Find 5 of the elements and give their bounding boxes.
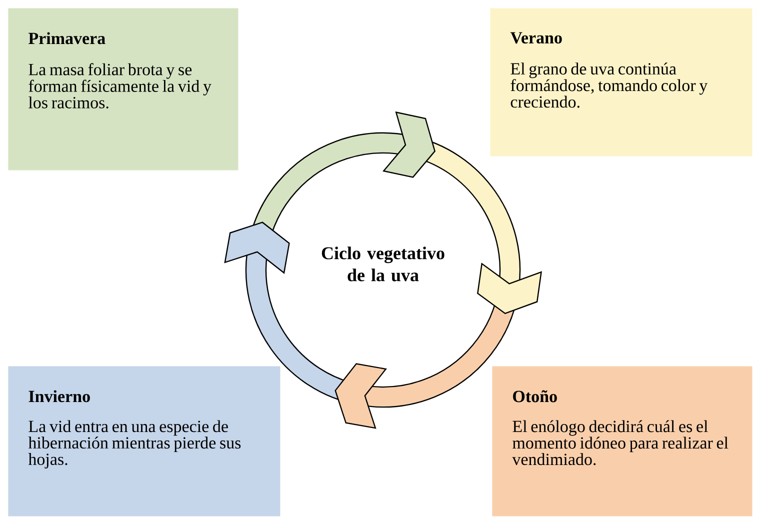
season-box: Otoño El enólogo decidirá cuál es el momento idóneo para realizar el vendimiado. [492, 366, 752, 516]
season-box: Invierno La vid entra en una especie de hibernación mientras pierde sus hojas. [8, 366, 280, 516]
cycle-title: Ciclo vegetativo de la uva [322, 246, 444, 282]
season-box: Primavera La masa foliar brota y se forman físicamente la vid y los racimos. [8, 8, 238, 170]
season-box: Verano El grano de uva continúa formándose, tomando color y creciendo. [490, 8, 752, 156]
